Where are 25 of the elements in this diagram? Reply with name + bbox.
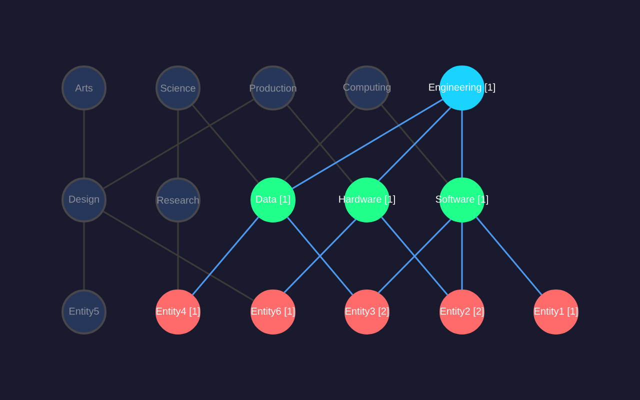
connector-line [83, 110, 85, 178]
connector-line [461, 222, 463, 290]
circle-node: Entity3 [2] [344, 290, 390, 334]
circle-node: Entity1 [1] [534, 290, 578, 334]
circle-node: Design [62, 178, 106, 222]
circle-node: Science [156, 66, 200, 110]
circle-node: Entity5 [62, 290, 106, 334]
connector-line [83, 222, 85, 290]
circle-node: Computing [343, 66, 391, 110]
circle-node: Arts [62, 66, 106, 110]
connector-line [461, 110, 463, 178]
connector-line [177, 110, 179, 178]
connector-line [102, 98, 254, 190]
connector-line [102, 210, 254, 302]
connector-line [192, 104, 260, 184]
circle-node: Data [1] [250, 178, 296, 222]
connector-line [192, 216, 260, 296]
circle-node: Entity4 [1] [156, 290, 200, 334]
circle-node: Entity2 [2] [440, 290, 484, 334]
connector-line [292, 98, 444, 190]
circle-node: Production [250, 66, 296, 110]
circle-node: Entity6 [1] [250, 290, 296, 334]
connector-line [476, 216, 542, 296]
connector-line [177, 222, 179, 290]
circle-node: Research [156, 178, 200, 222]
